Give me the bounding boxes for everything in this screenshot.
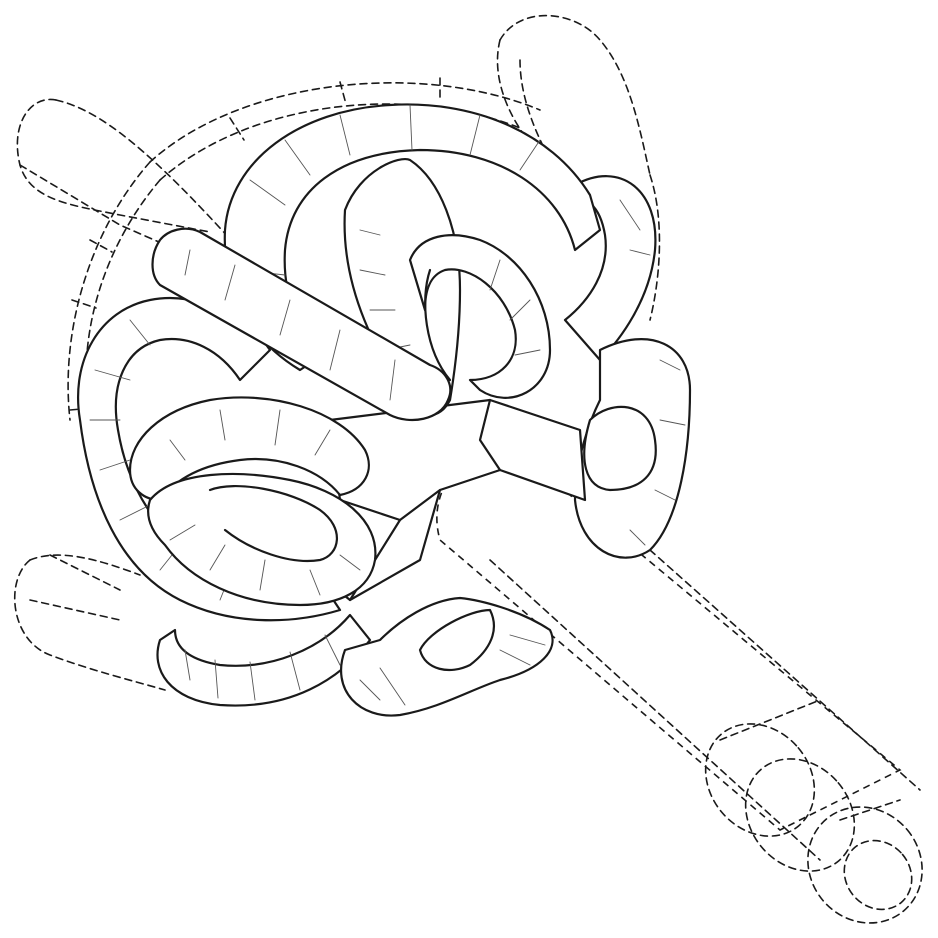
lower-small-blade: [341, 598, 552, 716]
lower-left-rod: [15, 555, 165, 690]
lower-curved-blade: [158, 615, 371, 706]
